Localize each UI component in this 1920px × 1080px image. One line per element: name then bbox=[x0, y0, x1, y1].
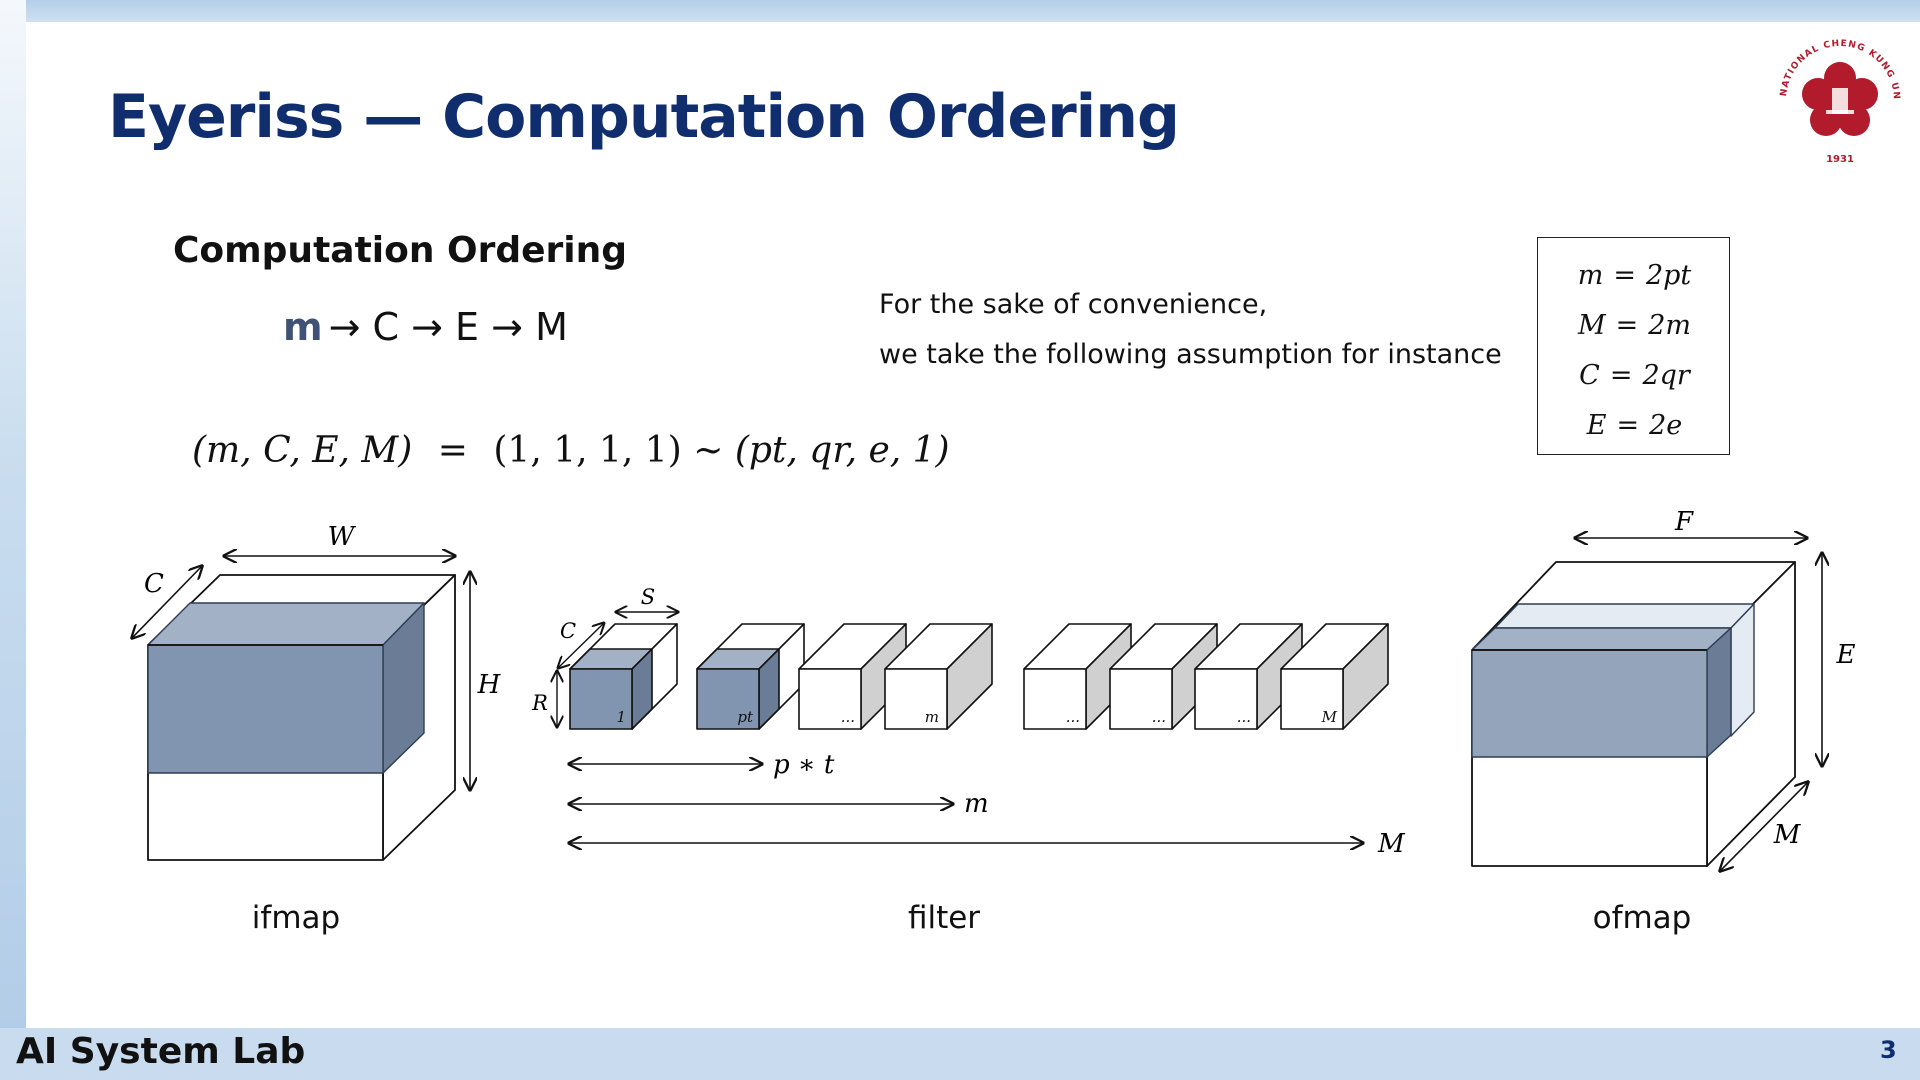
university-seal-logo: NATIONAL CHENG KUNG UNIVERSITY 1931 bbox=[1772, 32, 1900, 165]
filter-index-label: ... bbox=[1152, 708, 1166, 726]
tuple-lhs: (m, C, E, M) bbox=[192, 430, 413, 471]
filter-index-label: m bbox=[925, 708, 939, 726]
ifmap-h-label: H bbox=[477, 670, 502, 700]
assumption-row: M=2m bbox=[1577, 310, 1692, 341]
filter-cube-7 bbox=[1194, 623, 1303, 730]
slide-title: Eyeriss — Computation Ordering bbox=[108, 82, 1180, 152]
ofmap-m-label: M bbox=[1773, 820, 1802, 850]
left-band bbox=[0, 0, 26, 1030]
filter-cube-4 bbox=[884, 623, 993, 730]
assumption-row: m=2pt bbox=[1577, 260, 1692, 291]
ifmap-w-label: W bbox=[328, 522, 357, 552]
plum-blossom-icon bbox=[1802, 62, 1878, 136]
tuple-rhs1: (1, 1, 1, 1) bbox=[493, 430, 682, 471]
seal-year: 1931 bbox=[1826, 154, 1854, 165]
ifmap-c-label: C bbox=[144, 569, 164, 599]
filter-c-label: C bbox=[560, 619, 576, 643]
assumption-box: m=2pt M=2m C=2qr E=2e bbox=[1537, 237, 1730, 455]
ofmap-caption: ofmap bbox=[1593, 900, 1692, 936]
tuple-tilde: ~ bbox=[693, 430, 724, 471]
note-line-1: For the sake of convenience, bbox=[879, 289, 1268, 320]
assumption-note: For the sake of convenience, we take the… bbox=[879, 280, 1502, 380]
filter-cube-8 bbox=[1280, 623, 1389, 730]
tuple-rhs2: (pt, qr, e, 1) bbox=[734, 430, 950, 471]
filter-index-label: 1 bbox=[616, 708, 626, 726]
note-line-2: we take the following assumption for ins… bbox=[879, 339, 1502, 370]
span-pt-label: p ∗ t bbox=[773, 750, 835, 780]
filter-cube-2 bbox=[696, 623, 805, 730]
span-m-label: m bbox=[964, 789, 989, 819]
ofmap-shaded-slab bbox=[1471, 603, 1755, 758]
section-heading: Computation Ordering bbox=[173, 230, 628, 271]
top-band bbox=[0, 0, 1920, 22]
filter-s-label: S bbox=[641, 585, 655, 609]
footer-bar bbox=[0, 1028, 1920, 1080]
footer-lab-name: AI System Lab bbox=[16, 1031, 306, 1072]
filter-index-label: ... bbox=[841, 708, 855, 726]
filter-index-label: M bbox=[1321, 708, 1338, 726]
filter-index-label: ... bbox=[1237, 708, 1251, 726]
ifmap-shaded-slab bbox=[147, 602, 425, 774]
ordering-first: m bbox=[283, 305, 323, 349]
filter-cube-5 bbox=[1023, 623, 1132, 730]
filter-index-label: pt bbox=[737, 708, 754, 726]
span-M-label: M bbox=[1377, 829, 1406, 859]
ofmap-m-arrow bbox=[1720, 782, 1808, 871]
ordering-sequence: m→ C → E → M bbox=[283, 305, 568, 349]
filter-caption: filter bbox=[908, 900, 980, 936]
ifmap-caption: ifmap bbox=[252, 900, 340, 936]
ofmap-f-label: F bbox=[1674, 507, 1694, 537]
assumption-row: E=2e bbox=[1586, 410, 1683, 441]
filter-c-arrow bbox=[558, 623, 604, 668]
page-number: 3 bbox=[1880, 1036, 1897, 1064]
filter-index-label: ... bbox=[1066, 708, 1080, 726]
ifmap-c-arrow bbox=[132, 566, 202, 638]
tuple-eq: = bbox=[437, 430, 468, 471]
ordering-rest: → C → E → M bbox=[328, 305, 568, 349]
assumption-row: C=2qr bbox=[1579, 360, 1690, 391]
ofmap-e-label: E bbox=[1836, 640, 1856, 670]
filter-r-label: R bbox=[531, 691, 548, 715]
tuple-equation: (m, C, E, M) = (1, 1, 1, 1) ~ (pt, qr, e… bbox=[192, 430, 950, 471]
